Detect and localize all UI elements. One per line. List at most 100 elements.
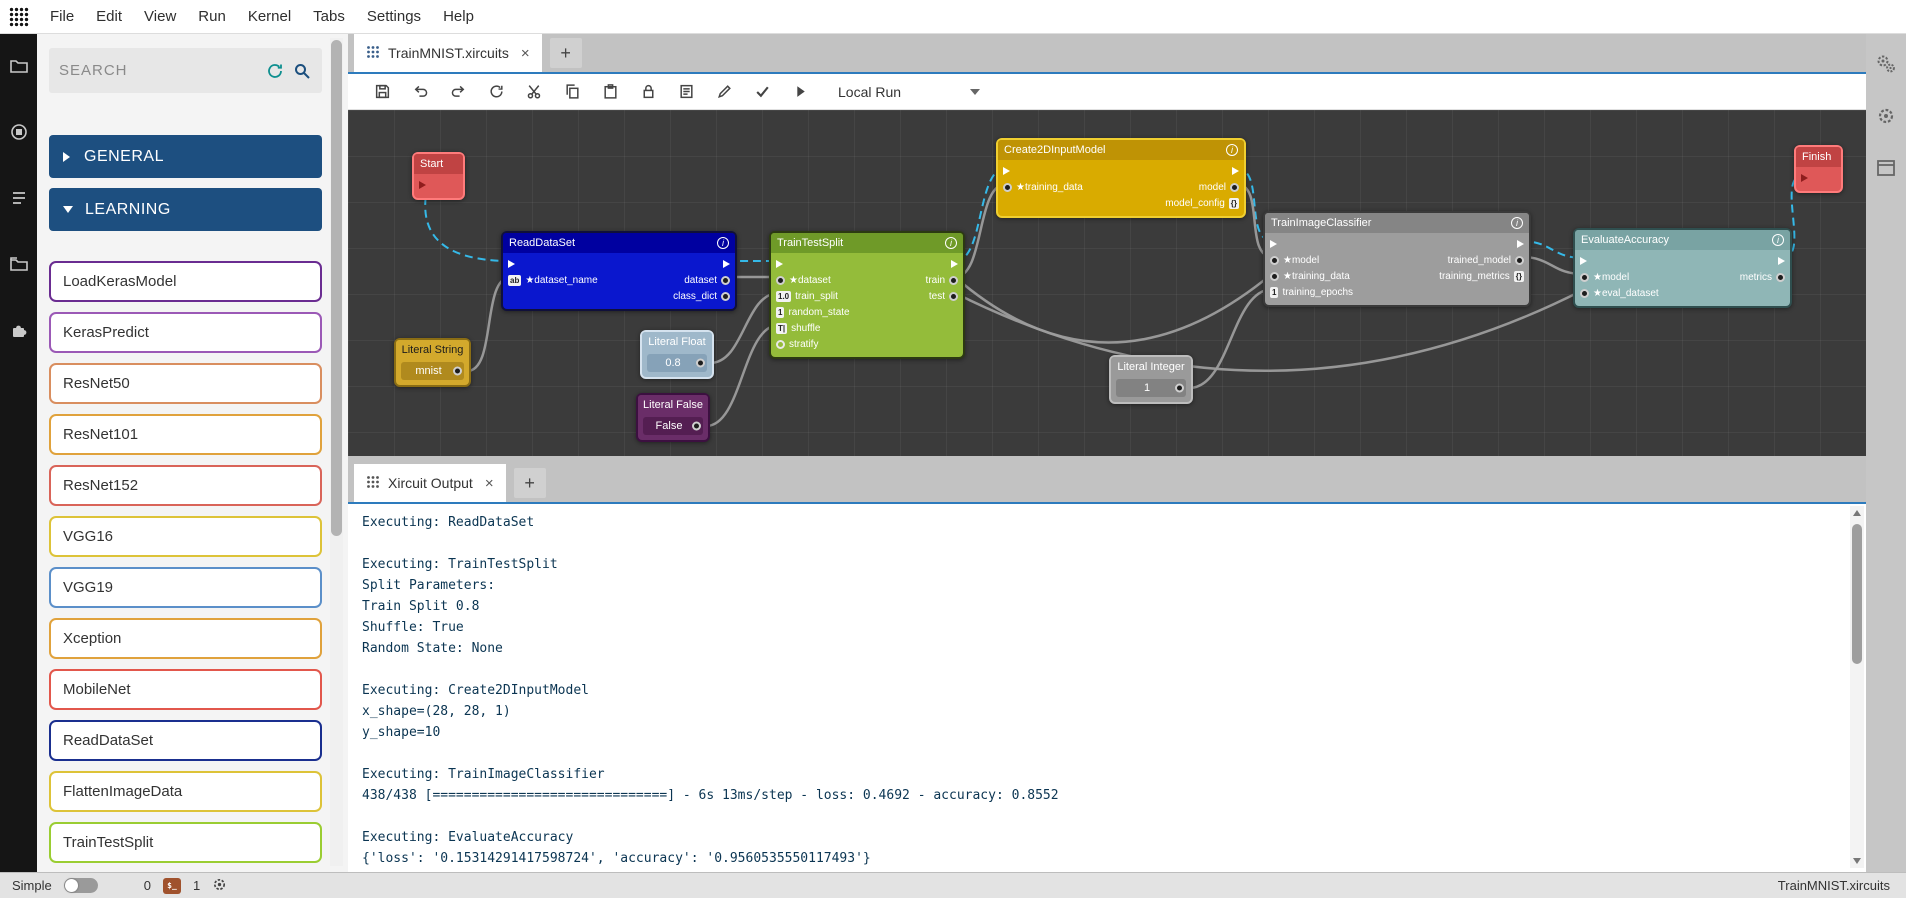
kernel-gear-icon[interactable]: [212, 877, 227, 895]
gears-icon[interactable]: [1874, 52, 1898, 76]
flow-port[interactable]: [1270, 240, 1277, 248]
menu-item-edit[interactable]: Edit: [85, 8, 133, 25]
component-flattenimagedata[interactable]: FlattenImageData: [49, 771, 322, 812]
cut-icon[interactable]: [522, 80, 546, 104]
node-evaluate-accuracy[interactable]: EvaluateAccuracyi★modelmetrics★eval_data…: [1573, 228, 1792, 308]
menu-item-kernel[interactable]: Kernel: [237, 8, 302, 25]
port-dot[interactable]: [1230, 183, 1239, 192]
node-literal-false[interactable]: Literal FalseFalse: [636, 393, 710, 442]
editor-tab[interactable]: TrainMNIST.xircuits ×: [354, 34, 542, 72]
component-vgg16[interactable]: VGG16: [49, 516, 322, 557]
node-train-test-split[interactable]: TrainTestSpliti★datasettrain1.0train_spl…: [769, 231, 965, 359]
flow-port[interactable]: [776, 260, 783, 268]
menu-item-view[interactable]: View: [133, 8, 187, 25]
port-dot[interactable]: [721, 292, 730, 301]
component-resnet50[interactable]: ResNet50: [49, 363, 322, 404]
refresh-icon[interactable]: [264, 60, 285, 82]
port-dot[interactable]: [1270, 272, 1279, 281]
node-finish[interactable]: Finish: [1794, 145, 1843, 193]
component-traintestsplit[interactable]: TrainTestSplit: [49, 822, 322, 863]
scrollbar-thumb[interactable]: [1852, 524, 1862, 664]
info-icon[interactable]: i: [1226, 144, 1238, 156]
flow-port[interactable]: [419, 181, 426, 189]
lock-icon[interactable]: [636, 80, 660, 104]
running-sessions-icon[interactable]: [7, 120, 31, 144]
scroll-up-icon[interactable]: [1853, 510, 1861, 516]
reload-icon[interactable]: [484, 80, 508, 104]
component-readdataset[interactable]: ReadDataSet: [49, 720, 322, 761]
folder-icon[interactable]: [7, 252, 31, 276]
type-badge[interactable]: {}: [1229, 198, 1239, 209]
port-dot[interactable]: [949, 292, 958, 301]
gear-icon[interactable]: [1874, 104, 1898, 128]
port-dot[interactable]: [776, 276, 785, 285]
port-dot[interactable]: [1580, 289, 1589, 298]
component-vgg19[interactable]: VGG19: [49, 567, 322, 608]
flow-port[interactable]: [1778, 257, 1785, 265]
search-icon[interactable]: [291, 60, 312, 82]
port-out[interactable]: [1175, 384, 1184, 393]
flow-port[interactable]: [508, 260, 515, 268]
new-output-tab-button[interactable]: +: [514, 468, 546, 498]
port-out[interactable]: [453, 367, 462, 376]
port-dot[interactable]: [1270, 256, 1279, 265]
port-dot[interactable]: [1580, 273, 1589, 282]
paste-icon[interactable]: [598, 80, 622, 104]
node-literal-float-0-8[interactable]: Literal Float0.8: [640, 330, 714, 379]
port-ring[interactable]: [776, 340, 785, 349]
new-tab-button[interactable]: +: [550, 38, 582, 68]
palette-scrollbar[interactable]: [330, 38, 343, 866]
info-icon[interactable]: i: [945, 237, 957, 249]
component-xception[interactable]: Xception: [49, 618, 322, 659]
output-tab[interactable]: Xircuit Output ×: [354, 464, 506, 502]
log-icon[interactable]: [674, 80, 698, 104]
scroll-down-icon[interactable]: [1853, 858, 1861, 864]
port-dot[interactable]: [1515, 256, 1524, 265]
file-browser-icon[interactable]: [7, 54, 31, 78]
menu-item-tabs[interactable]: Tabs: [302, 8, 356, 25]
copy-icon[interactable]: [560, 80, 584, 104]
table-of-contents-icon[interactable]: [7, 186, 31, 210]
run-mode-select[interactable]: Local Run: [838, 84, 988, 100]
component-mobilenet[interactable]: MobileNet: [49, 669, 322, 710]
save-icon[interactable]: [370, 80, 394, 104]
type-badge[interactable]: T|: [776, 323, 787, 334]
output-console[interactable]: Executing: ReadDataSet Executing: TrainT…: [348, 504, 1866, 872]
graph-canvas[interactable]: StartReadDataSetiab★dataset_namedatasetc…: [348, 110, 1866, 456]
info-icon[interactable]: i: [1511, 217, 1523, 229]
layout-icon[interactable]: [1874, 156, 1898, 180]
port-out[interactable]: [692, 422, 701, 431]
flow-port[interactable]: [723, 260, 730, 268]
type-badge[interactable]: 1: [1270, 287, 1278, 298]
undo-icon[interactable]: [408, 80, 432, 104]
node-create-2d-input-model[interactable]: Create2DInputModeli★training_datamodelmo…: [996, 138, 1246, 218]
type-badge[interactable]: ab: [508, 275, 521, 286]
component-resnet101[interactable]: ResNet101: [49, 414, 322, 455]
flow-port[interactable]: [1580, 257, 1587, 265]
port-dot[interactable]: [949, 276, 958, 285]
node-read-dataset[interactable]: ReadDataSetiab★dataset_namedatasetclass_…: [501, 231, 737, 311]
flow-port[interactable]: [1003, 167, 1010, 175]
info-icon[interactable]: i: [1772, 234, 1784, 246]
component-keraspredict[interactable]: KerasPredict: [49, 312, 322, 353]
section-general[interactable]: GENERAL: [49, 135, 322, 178]
simple-mode-toggle[interactable]: [64, 878, 98, 893]
scrollbar-thumb[interactable]: [331, 40, 342, 536]
node-literal-string-mnist[interactable]: Literal Stringmnist: [394, 338, 471, 387]
node-start[interactable]: Start: [412, 152, 465, 200]
check-icon[interactable]: [750, 80, 774, 104]
flow-port[interactable]: [1801, 174, 1808, 182]
component-loadkerasmodel[interactable]: LoadKerasModel: [49, 261, 322, 302]
type-badge[interactable]: {}: [1514, 271, 1524, 282]
search-input[interactable]: [59, 62, 258, 79]
component-resnet152[interactable]: ResNet152: [49, 465, 322, 506]
port-dot[interactable]: [1776, 273, 1785, 282]
port-out[interactable]: [696, 359, 705, 368]
close-icon[interactable]: ×: [485, 475, 494, 492]
extensions-puzzle-icon[interactable]: [7, 318, 31, 342]
menu-item-run[interactable]: Run: [187, 8, 237, 25]
menu-item-help[interactable]: Help: [432, 8, 485, 25]
edit-icon[interactable]: [712, 80, 736, 104]
redo-icon[interactable]: [446, 80, 470, 104]
info-icon[interactable]: i: [717, 237, 729, 249]
